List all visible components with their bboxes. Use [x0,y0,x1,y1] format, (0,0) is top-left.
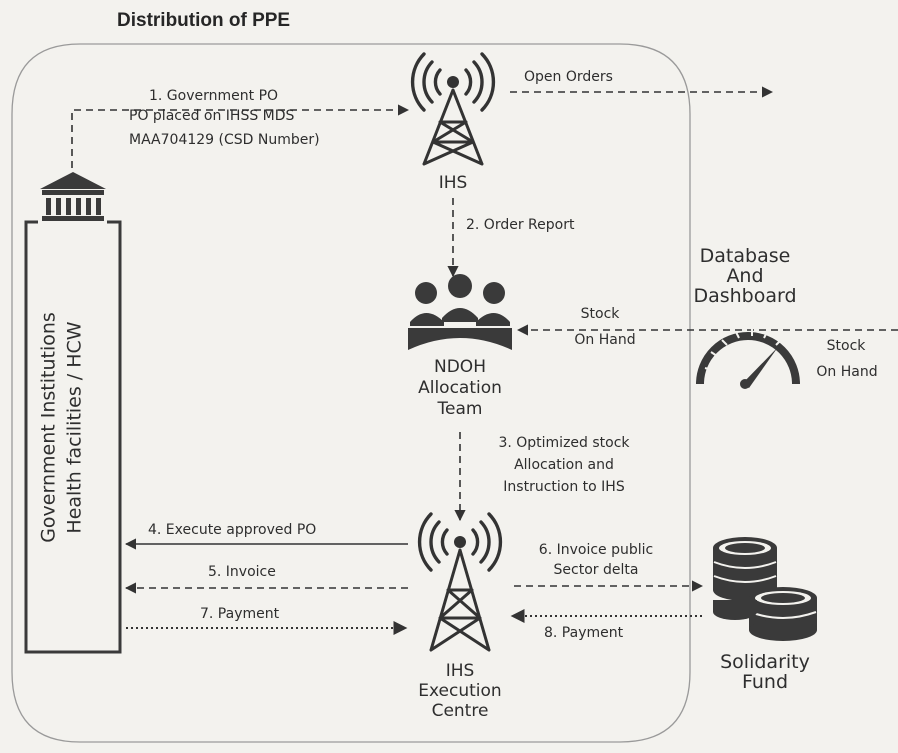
stock-on-hand-right-2: On Hand [816,364,878,380]
page-title: Distribution of PPE [117,10,291,31]
radio-tower-icon [417,512,503,652]
institution-label-line1: Government Institutions [37,312,60,543]
dashboard-label-line3: Dashboard [693,285,797,307]
dashboard-label-line1: Database [699,245,791,267]
fund-label-line2: Fund [741,671,789,693]
optimized-stock-line3: Instruction to IHS [503,479,625,495]
dashboard-label-line2: And [726,265,764,287]
open-orders-label: Open Orders [524,69,613,85]
gov-po-detail: PO placed on IHSS MDS [129,108,295,124]
coin-stacks-icon [713,537,817,641]
execution-label-line2: Execution [418,681,502,701]
institution-label-line2: Health facilities / HCW [63,321,86,534]
execute-po-label: 4. Execute approved PO [148,522,317,538]
gov-po-label: 1. Government PO [149,88,279,104]
ndoh-label-line3: Team [437,399,483,419]
execution-label-line1: IHS [445,661,475,681]
fund-label-line1: Solidarity [720,651,810,673]
ndoh-label-line1: NDOH [434,357,486,377]
stock-on-hand-left-2: On Hand [574,332,636,348]
boundary-outline [11,43,691,743]
institution-bracket [24,220,122,654]
invoice-public-line1: 6. Invoice public [538,542,654,558]
optimized-stock-line2: Allocation and [514,457,614,473]
payment-8-label: 8. Payment [544,625,624,641]
stock-on-hand-right-1: Stock [826,338,866,354]
speedometer-gauge-icon [696,329,800,389]
invoice-label: 5. Invoice [208,564,276,580]
ihs-node-label: IHS [438,173,468,193]
invoice-public-line2: Sector delta [553,562,639,578]
payment-7-label: 7. Payment [200,606,280,622]
optimized-stock-line1: 3. Optimized stock [498,435,630,451]
people-group-icon [408,274,512,350]
execution-label-line3: Centre [431,701,489,721]
government-building-icon [40,172,106,221]
edge-government-po [71,104,410,168]
csd-number: MAA704129 (CSD Number) [129,132,320,148]
radio-tower-icon [410,52,496,166]
order-report-label: 2. Order Report [466,217,575,233]
stock-on-hand-left-1: Stock [580,306,620,322]
ndoh-label-line2: Allocation [418,378,502,398]
